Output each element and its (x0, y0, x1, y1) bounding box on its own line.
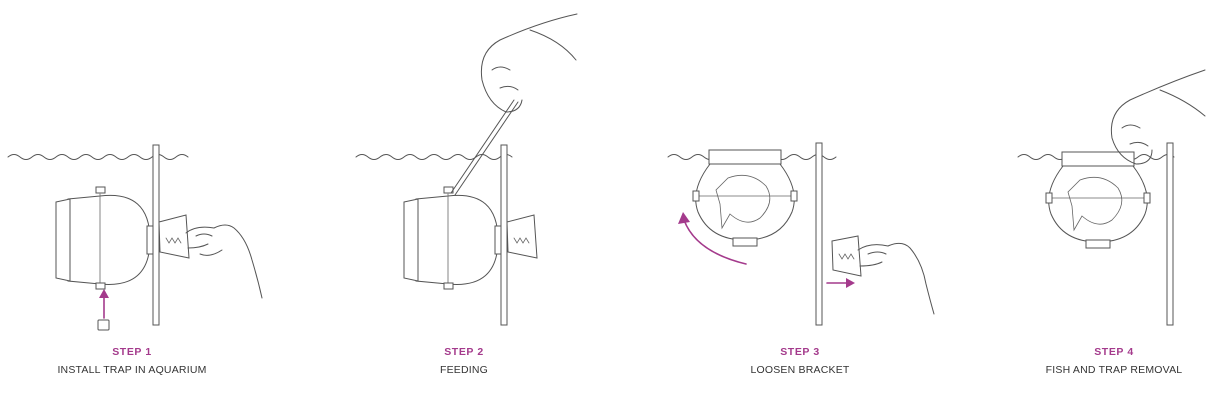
aquarium-glass (815, 142, 823, 326)
step-number: STEP 2 (444, 346, 484, 358)
trap-lid (403, 198, 419, 282)
step-number: STEP 1 (112, 346, 152, 358)
step-1-illustration (7, 144, 263, 331)
trap-neck (1085, 239, 1111, 249)
feeding-pipette (450, 99, 519, 196)
hand (1110, 69, 1206, 165)
aquarium-glass (152, 144, 160, 326)
hand (857, 242, 935, 315)
food-cube (97, 319, 110, 331)
step-4-label: STEP 4 FISH AND TRAP REMOVAL (1004, 346, 1224, 376)
step-number: STEP 3 (780, 346, 820, 358)
water-surface (355, 154, 513, 160)
hand (185, 224, 263, 299)
trap-lid (55, 198, 71, 282)
step-2-label: STEP 2 FEEDING (354, 346, 574, 376)
trap-body (415, 194, 499, 285)
aquarium-glass (500, 144, 508, 326)
fish (1067, 176, 1123, 232)
step-caption: INSTALL TRAP IN AQUARIUM (57, 364, 207, 376)
hand (480, 13, 578, 113)
step-number: STEP 4 (1094, 346, 1134, 358)
step-caption: FEEDING (439, 364, 489, 376)
step-3-illustration (667, 142, 935, 326)
bracket (506, 214, 538, 259)
trap-lid (708, 149, 782, 165)
trap-body (67, 194, 151, 285)
step-1-label: STEP 1 INSTALL TRAP IN AQUARIUM (22, 346, 242, 376)
step-2-illustration (355, 13, 578, 326)
aquarium-glass (1166, 142, 1174, 326)
step-caption: FISH AND TRAP REMOVAL (1045, 364, 1183, 376)
trap-neck (146, 225, 154, 255)
step-caption: LOOSEN BRACKET (750, 364, 850, 376)
bracket (158, 214, 190, 259)
water-surface (7, 154, 189, 160)
trap-lid (1061, 151, 1135, 167)
fish (715, 174, 771, 230)
step-4-illustration (1017, 69, 1206, 326)
step-3-label: STEP 3 LOOSEN BRACKET (690, 346, 910, 376)
trap-neck (732, 237, 758, 247)
rotate-arrow (683, 219, 747, 265)
